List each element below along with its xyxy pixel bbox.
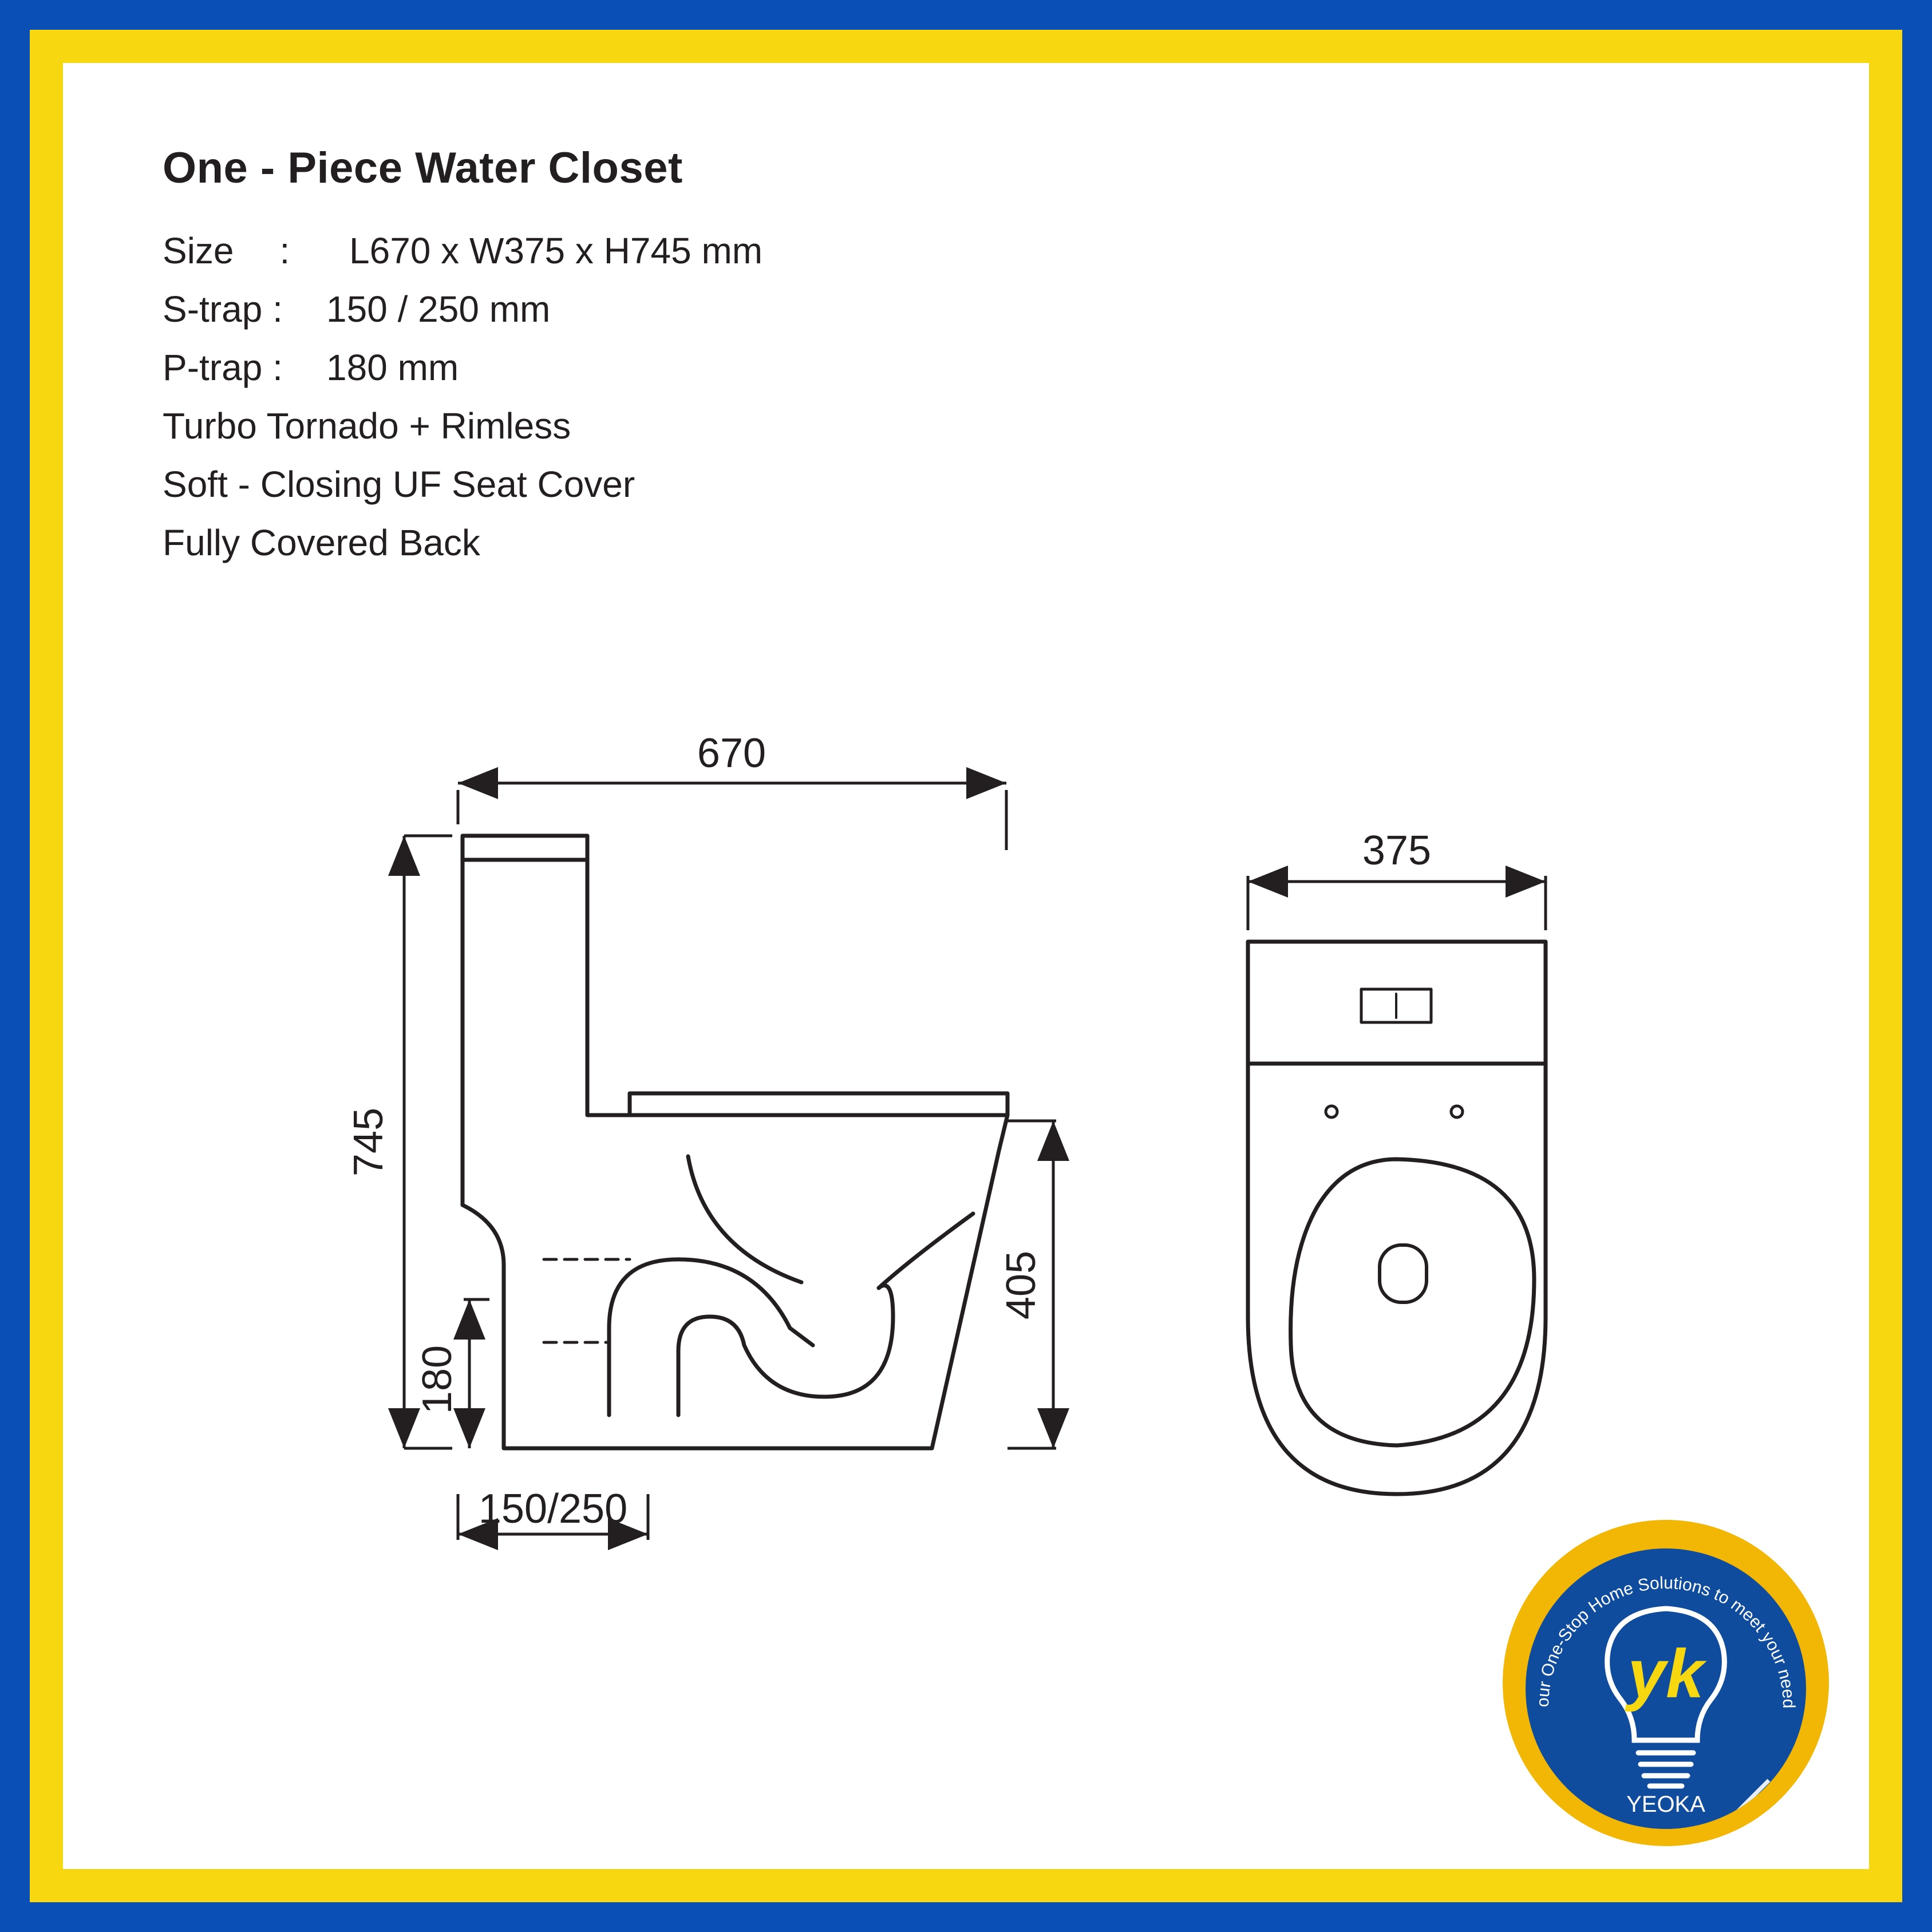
spec-p-trap: P-trap : 180 mm	[163, 338, 762, 397]
brand-monogram: yk	[1625, 1635, 1707, 1712]
spec-label: S-trap :	[163, 289, 283, 330]
flush-button-icon	[1360, 987, 1433, 1024]
dim-height-label: 745	[346, 1108, 392, 1176]
dim-strap-label: 150/250	[479, 1486, 627, 1532]
spec-size: Size: L670 x W375 x H745 mm	[163, 222, 762, 280]
spec-value: 180 mm	[326, 347, 459, 388]
spec-label: P-trap :	[163, 347, 283, 388]
spec-s-trap: S-trap : 150 / 250 mm	[163, 280, 762, 338]
side-view	[460, 833, 1010, 1451]
light-bulb-icon	[1605, 1606, 1727, 1789]
dim-bowl-height-label: 405	[998, 1251, 1044, 1319]
product-title: One - Piece Water Closet	[163, 144, 683, 192]
spec-value: 150 / 250 mm	[326, 289, 551, 330]
dim-ptrap-label: 180	[414, 1345, 460, 1414]
dimension-lines	[388, 767, 1069, 1550]
feature-line: Soft - Closing UF Seat Cover	[163, 464, 635, 505]
spec-value: L670 x W375 x H745 mm	[349, 230, 763, 271]
yeoka-logo: Your One-Stop Home Solutions to meet you…	[1494, 1517, 1829, 1846]
top-view	[1246, 939, 1548, 1496]
spec-label: Size:	[163, 230, 290, 271]
brand-name: YEOKA	[1626, 1792, 1705, 1817]
dim-width-label: 375	[1362, 828, 1431, 874]
feature-line: Fully Covered Back	[163, 522, 480, 563]
feature-line: Turbo Tornado + Rimless	[163, 405, 571, 447]
dim-length-label: 670	[697, 730, 766, 776]
spec-sheet: One - Piece Water Closet Size: L670 x W3…	[163, 143, 762, 572]
